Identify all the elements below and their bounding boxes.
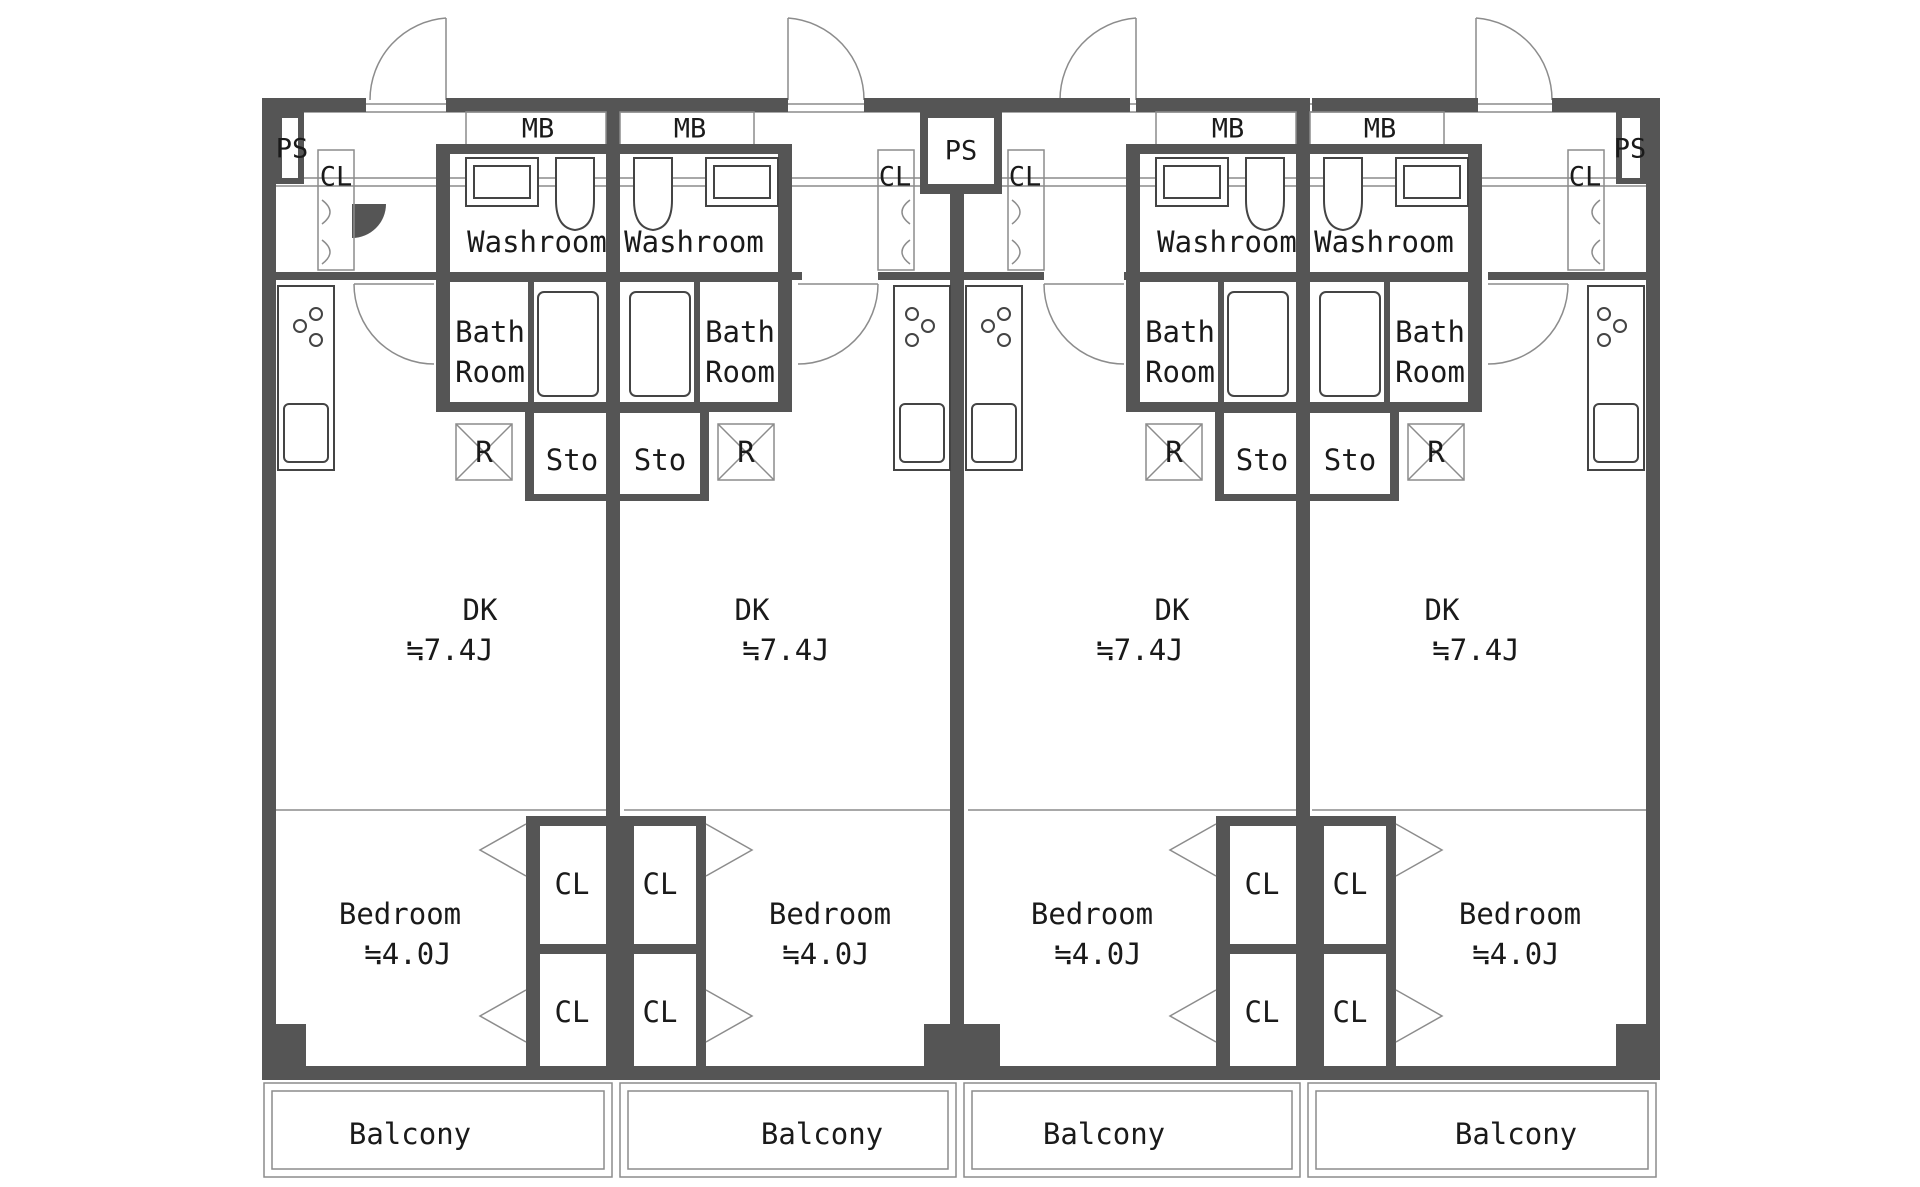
balcony-label: Balcony — [761, 1117, 883, 1151]
balcony-label: Balcony — [349, 1117, 471, 1151]
r-label: R — [475, 435, 493, 469]
washroom-label: Washroom — [1157, 225, 1297, 259]
cl-label: CL — [1009, 162, 1042, 193]
cl-label: CL — [643, 995, 678, 1029]
bedroom-label: Bedroom — [1031, 897, 1153, 931]
cl-label: CL — [879, 162, 912, 193]
bedroom-size: ≒4.0J — [1054, 937, 1141, 971]
toilet-icon — [1323, 157, 1363, 232]
door-swing-icon — [787, 17, 865, 101]
bath-label-line1: Bath — [1395, 315, 1465, 349]
cl-label: CL — [1333, 867, 1368, 901]
entry-doors — [352, 17, 1569, 365]
pipe-spaces: PS PS PS — [276, 112, 1647, 194]
storage: Sto Sto Sto Sto R R R R — [455, 411, 1465, 501]
bedroom-size: ≒4.0J — [364, 937, 451, 971]
balcony-outline-unit2 — [619, 1082, 957, 1178]
r-label: R — [737, 435, 755, 469]
dk-label: DK — [1155, 593, 1190, 627]
bath-label-line2: Room — [455, 355, 525, 389]
sto-label: Sto — [1236, 443, 1288, 477]
bedroom-label: Bedroom — [1459, 897, 1581, 931]
bath-label-line2: Room — [705, 355, 775, 389]
dk-size: ≒7.4J — [1432, 633, 1519, 667]
sto-label: Sto — [546, 443, 598, 477]
balcony-outline-unit4 — [1307, 1082, 1657, 1178]
fridge-icon — [717, 423, 775, 481]
door-swing-icon — [1043, 283, 1125, 365]
balcony-inner-unit4 — [1315, 1090, 1649, 1170]
dk-label: DK — [1425, 593, 1460, 627]
balcony-inner-unit1 — [271, 1090, 605, 1170]
fridge-icon — [455, 423, 513, 481]
fridge-icon — [1407, 423, 1465, 481]
bedroom-size: ≒4.0J — [1472, 937, 1559, 971]
balcony-label: Balcony — [1455, 1117, 1577, 1151]
door-swing-icon — [797, 283, 879, 365]
dk-size: ≒7.4J — [406, 633, 493, 667]
toilet-icon — [555, 157, 595, 232]
washroom-label: Washroom — [1314, 225, 1454, 259]
kitchens — [277, 285, 1645, 471]
balcony-inner-unit3 — [971, 1090, 1293, 1170]
r-label: R — [1427, 435, 1445, 469]
sto-label: Sto — [634, 443, 686, 477]
door-swing-icon — [1475, 17, 1553, 101]
balcony-outline-unit3 — [963, 1082, 1301, 1178]
fridge-icon — [1145, 423, 1203, 481]
door-swing-icon — [369, 17, 447, 101]
sto-label: Sto — [1324, 443, 1376, 477]
door-swing-icon — [1487, 283, 1569, 365]
cl-label: CL — [1569, 162, 1602, 193]
ps-label: PS — [276, 134, 309, 165]
washroom-label: Washroom — [467, 225, 607, 259]
ps-label: PS — [1614, 134, 1647, 165]
cl-label: CL — [555, 995, 590, 1029]
bedroom-closets: CL CL CL CL CL CL CL CL — [478, 816, 1444, 1080]
dk-size: ≒7.4J — [742, 633, 829, 667]
dk-label: DK — [735, 593, 770, 627]
bath-label-line2: Room — [1145, 355, 1215, 389]
bath-label-line1: Bath — [1145, 315, 1215, 349]
room-labels: DK ≒7.4J DK ≒7.4J DK ≒7.4J DK ≒7.4J Bedr… — [339, 593, 1581, 1151]
wet-cores: Washroom Washroom Washroom Washroom Bath… — [436, 144, 1482, 412]
door-swing-icon — [1059, 17, 1137, 101]
ps-label: PS — [945, 136, 978, 167]
toilet-icon — [633, 157, 673, 232]
balcony-inner-unit2 — [627, 1090, 949, 1170]
mb-label: MB — [1212, 114, 1245, 145]
bedroom-label: Bedroom — [769, 897, 891, 931]
bedroom-label: Bedroom — [339, 897, 461, 931]
door-swing-icon — [353, 283, 435, 365]
dk-label: DK — [463, 593, 498, 627]
washroom-label: Washroom — [624, 225, 764, 259]
cl-label: CL — [1245, 995, 1280, 1029]
bath-label-line1: Bath — [705, 315, 775, 349]
meter-boxes: MB MB MB MB — [465, 111, 1445, 147]
balcony-outline-unit1 — [263, 1082, 613, 1178]
mb-label: MB — [522, 114, 555, 145]
toilet-icon — [1245, 157, 1285, 232]
mb-label: MB — [1364, 114, 1397, 145]
dk-size: ≒7.4J — [1096, 633, 1183, 667]
mb-label: MB — [674, 114, 707, 145]
cl-label: CL — [320, 162, 353, 193]
cl-label: CL — [1333, 995, 1368, 1029]
bath-label-line2: Room — [1395, 355, 1465, 389]
cl-label: CL — [643, 867, 678, 901]
bath-label-line1: Bath — [455, 315, 525, 349]
entry-closets: CL CL CL CL — [317, 149, 1605, 271]
balconies — [263, 1082, 1657, 1178]
cl-label: CL — [1245, 867, 1280, 901]
balcony-label: Balcony — [1043, 1117, 1165, 1151]
r-label: R — [1165, 435, 1183, 469]
cl-label: CL — [555, 867, 590, 901]
bedroom-size: ≒4.0J — [782, 937, 869, 971]
door-swing-icon — [352, 204, 386, 238]
